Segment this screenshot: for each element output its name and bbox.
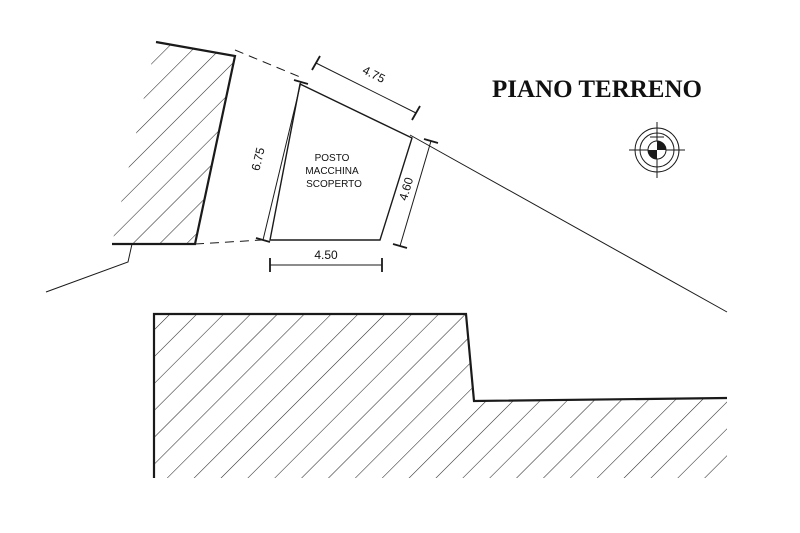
site-lines bbox=[45, 49, 728, 313]
parking-label: POSTO MACCHINA SCOPERTO bbox=[305, 153, 362, 190]
dimension-bottom: 4.50 bbox=[314, 248, 338, 262]
building-lower bbox=[152, 312, 728, 478]
page-title: PIANO TERRENO bbox=[492, 76, 702, 103]
parking-space-outline bbox=[269, 82, 413, 241]
building-upper-left bbox=[112, 40, 237, 246]
left-boundary-line bbox=[45, 243, 133, 293]
parking-label-line-1: POSTO bbox=[315, 153, 350, 164]
parking-label-line-2: MACCHINA bbox=[305, 166, 359, 177]
dimension-top: 4.75 bbox=[360, 63, 387, 86]
dimension-lines bbox=[255, 55, 439, 272]
diagonal-boundary-line bbox=[409, 134, 728, 313]
dashed-bottom-edge bbox=[194, 239, 263, 245]
north-compass-icon bbox=[629, 122, 685, 178]
parking-label-line-3: SCOPERTO bbox=[306, 179, 362, 190]
dimension-left: 6.75 bbox=[249, 146, 268, 172]
dashed-top-edge bbox=[234, 49, 301, 78]
dimension-right: 4.60 bbox=[396, 175, 416, 202]
